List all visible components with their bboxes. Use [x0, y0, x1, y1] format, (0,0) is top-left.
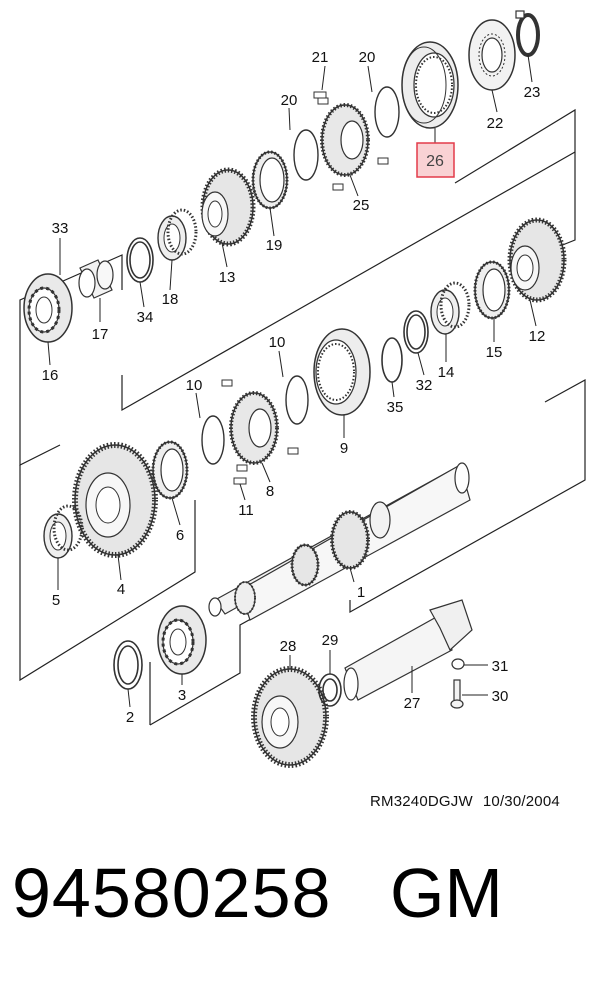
part-3-ball-bearing	[157, 605, 207, 675]
callout-labels: 21 20 20 23 22 26 25 19 13 18 34 33 17 1…	[42, 49, 546, 726]
drawing-code: RM3240DGJW	[370, 793, 473, 810]
callout-10-right: 10	[269, 334, 286, 351]
callout-14: 14	[438, 364, 455, 381]
part-10-snap-ring-right	[285, 375, 309, 425]
callout-16: 16	[42, 367, 59, 384]
part-11-key	[233, 477, 247, 485]
part-27-idler-shaft	[343, 599, 473, 701]
part-10-snap-ring-left	[201, 415, 225, 465]
callout-26: 26	[426, 153, 444, 170]
part-13-gear	[200, 167, 256, 247]
callout-9: 9	[340, 440, 348, 457]
part-14-needle-bearing	[430, 281, 471, 335]
part-6-synchronizer-ring	[151, 440, 189, 500]
callout-20-left: 20	[281, 92, 298, 109]
part-32-snap-ring	[403, 310, 429, 354]
callout-18: 18	[162, 291, 179, 308]
callout-5: 5	[52, 592, 60, 609]
callout-21: 21	[312, 49, 329, 66]
callout-35: 35	[387, 399, 404, 416]
callout-25: 25	[353, 197, 370, 214]
part-17-collar	[78, 259, 114, 299]
part-9-synchronizer-sleeve	[313, 328, 371, 416]
part-1-main-shaft	[208, 462, 471, 621]
part-20-snap-ring-right	[374, 86, 400, 138]
callout-31: 31	[492, 658, 509, 675]
part-20-snap-ring-left	[293, 129, 319, 181]
callout-17: 17	[92, 326, 109, 343]
part-21-key	[313, 91, 327, 99]
callout-30: 30	[492, 688, 509, 705]
callout-27: 27	[404, 695, 421, 712]
callout-6: 6	[176, 527, 184, 544]
callout-2: 2	[126, 709, 134, 726]
assembly-frame	[19, 108, 586, 726]
part-12-gear	[507, 217, 567, 303]
callout-23: 23	[524, 84, 541, 101]
callout-1: 1	[357, 584, 365, 601]
callout-8: 8	[266, 483, 274, 500]
callout-10-left: 10	[186, 377, 203, 394]
part-2-snap-ring	[113, 640, 143, 690]
callout-32: 32	[416, 377, 433, 394]
part-22-gear-disc	[468, 19, 516, 91]
callout-20-right: 20	[359, 49, 376, 66]
part-19-synchronizer-ring	[251, 150, 289, 210]
drawing-date: 10/30/2004	[482, 793, 560, 810]
part-29-washer	[318, 673, 342, 707]
part-16-ball-bearing	[23, 273, 73, 343]
callout-22: 22	[487, 115, 504, 132]
part-4-gear	[72, 442, 158, 558]
leader-lines	[47, 54, 537, 708]
callout-4: 4	[117, 581, 125, 598]
callout-13: 13	[219, 269, 236, 286]
callout-12: 12	[529, 328, 546, 345]
callout-29: 29	[322, 632, 339, 649]
callout-33: 33	[52, 220, 69, 237]
part-28-gear	[251, 666, 329, 768]
callout-3: 3	[178, 687, 186, 704]
part-34-snap-ring	[126, 237, 154, 283]
highlight-box-26	[416, 142, 455, 178]
part-18-needle-bearing	[157, 208, 198, 261]
callout-28: 28	[280, 638, 297, 655]
part-25-synchronizer-hub	[317, 97, 389, 191]
part-15-synchronizer-ring	[473, 260, 511, 320]
drawing-reference: RM3240DGJW 10/30/2004	[370, 793, 560, 810]
callout-15: 15	[486, 344, 503, 361]
part-26-synchronizer-sleeve	[401, 41, 459, 129]
part-31-washer	[451, 658, 465, 670]
callout-19: 19	[266, 237, 283, 254]
callout-34: 34	[137, 309, 154, 326]
part-35-snap-ring	[381, 337, 403, 383]
part-number: 94580258	[12, 854, 332, 932]
part-8-synchronizer-hub	[221, 379, 299, 472]
part-30-bolt	[450, 679, 464, 709]
callout-11: 11	[238, 502, 254, 519]
brand-name: GM	[390, 854, 503, 932]
part-23-snap-ring	[515, 10, 540, 57]
